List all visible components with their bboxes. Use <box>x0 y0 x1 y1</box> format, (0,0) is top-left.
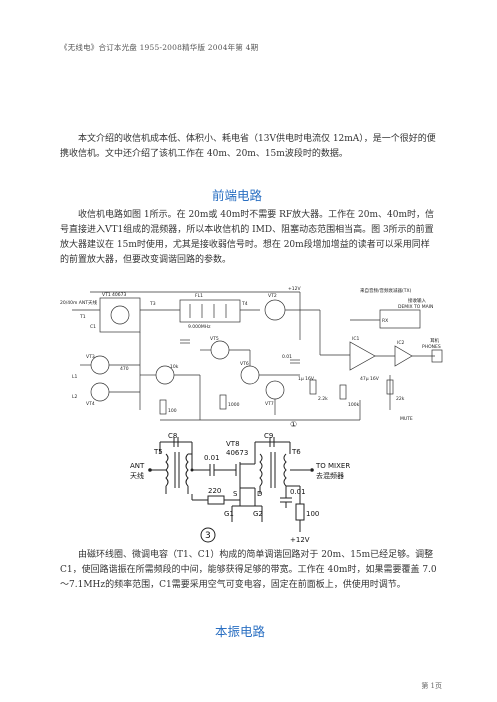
schematic-right-label: 耳机 <box>430 337 439 344</box>
schematic-right-label: RX <box>382 318 388 324</box>
part-label: T1 <box>79 314 86 320</box>
front-end-paragraph: 收信机电路如图 1所示。在 20m或 40m时不需要 RF放大器。工作在 20m… <box>60 210 434 265</box>
part-label: 100 <box>168 408 177 414</box>
part-label: FL1 <box>195 293 203 299</box>
part-label: VT3 <box>86 354 95 360</box>
ant-label: ANT <box>130 462 145 470</box>
part-label: C1 <box>90 324 96 330</box>
receiver-schematic: 20/40m ANT天线 VT1 40673 FL1 VT2 VT3 VT4 V… <box>60 286 443 429</box>
part-label: 22k <box>396 396 405 402</box>
cap-label-2: 0.01 <box>290 488 306 496</box>
c8-label: C8 <box>168 432 177 440</box>
c9-label: C9 <box>264 432 273 440</box>
part-label: +12V <box>288 286 301 292</box>
figure3-number-circle <box>200 527 216 543</box>
part-label: 0.01 <box>282 354 292 360</box>
g1-label: G1 <box>224 510 234 518</box>
part-label: L1 <box>72 374 78 380</box>
part-label: 100k <box>348 402 360 408</box>
schematic-right-label: PHONES <box>422 344 441 350</box>
schematic-right-label: MUTE <box>400 416 413 422</box>
part-label: 9.000MHz <box>188 324 211 330</box>
part-label: 1μ 16V <box>298 376 315 382</box>
schematic-right-label: 来自音频/音频衰减器(TX) <box>360 287 412 294</box>
part-label: 10k <box>170 364 179 370</box>
part-label: 470 <box>120 366 129 372</box>
part-label: VT4 <box>86 401 95 407</box>
part-label: IC2 <box>397 340 404 346</box>
part-label: VT1 <box>102 292 111 298</box>
intro-paragraph: 本文介绍的收信机成本低、体积小、耗电省（13V供电时电流仅 12mA），是一个很… <box>60 134 436 159</box>
page-header: 《无线电》合订本光盘 1955-2008精华版 2004年第 4期 <box>60 43 259 52</box>
part-label: VT2 <box>268 293 277 299</box>
schematic-right-label: 接收输入 <box>408 297 426 304</box>
part-label: T3 <box>149 301 156 307</box>
part-label: L2 <box>72 394 78 400</box>
t5-label: T5 <box>153 448 163 456</box>
supply-label: +12V <box>290 536 310 544</box>
part-label: VT7 <box>265 401 274 407</box>
part-label: 1000 <box>228 402 240 408</box>
part-label: 47μ 16V <box>360 376 380 382</box>
schematic-right-label: DEMIX TO MAIN <box>398 304 433 310</box>
part-label: VT5 <box>210 336 219 342</box>
resistor-220-label: 220 <box>208 487 221 495</box>
part-label: T4 <box>241 301 248 307</box>
preamp-schematic: C8 C9 T5 T6 VT8 40673 0.01 0.01 220 100 … <box>130 432 350 544</box>
tuning-paragraph: 由磁环线圈、微调电容（T1、C1）构成的简单调谐回路对于 20m、15m已经足够… <box>60 550 437 590</box>
section-title-front-end: 前端电路 <box>212 188 263 203</box>
t6-label: T6 <box>291 448 301 456</box>
section-title-local-oscillator: 本振电路 <box>215 624 266 639</box>
part-label: 2.2k <box>318 396 328 402</box>
figure3-number: 3 <box>205 531 211 541</box>
part-label: VT6 <box>240 361 249 367</box>
schematic-ant-label: 20/40m ANT天线 <box>60 299 97 306</box>
drain-label: D <box>257 490 262 498</box>
g2-label: G2 <box>253 510 263 518</box>
figure1-number: ① <box>290 420 297 429</box>
page-number: 第 1页 <box>421 682 442 690</box>
to-mixer-label: TO MIXER <box>315 462 350 470</box>
source-label: S <box>233 490 238 498</box>
ant-cn-label: 天线 <box>130 471 144 480</box>
vt8-label: VT8 <box>226 440 240 448</box>
resistor-100-label: 100 <box>306 510 319 518</box>
part-label: 40673 <box>112 292 126 298</box>
to-mixer-cn-label: 去混频器 <box>316 471 344 480</box>
part-label: IC1 <box>352 336 359 342</box>
vt8-part-label: 40673 <box>226 449 248 457</box>
cap-label-1: 0.01 <box>204 454 220 462</box>
